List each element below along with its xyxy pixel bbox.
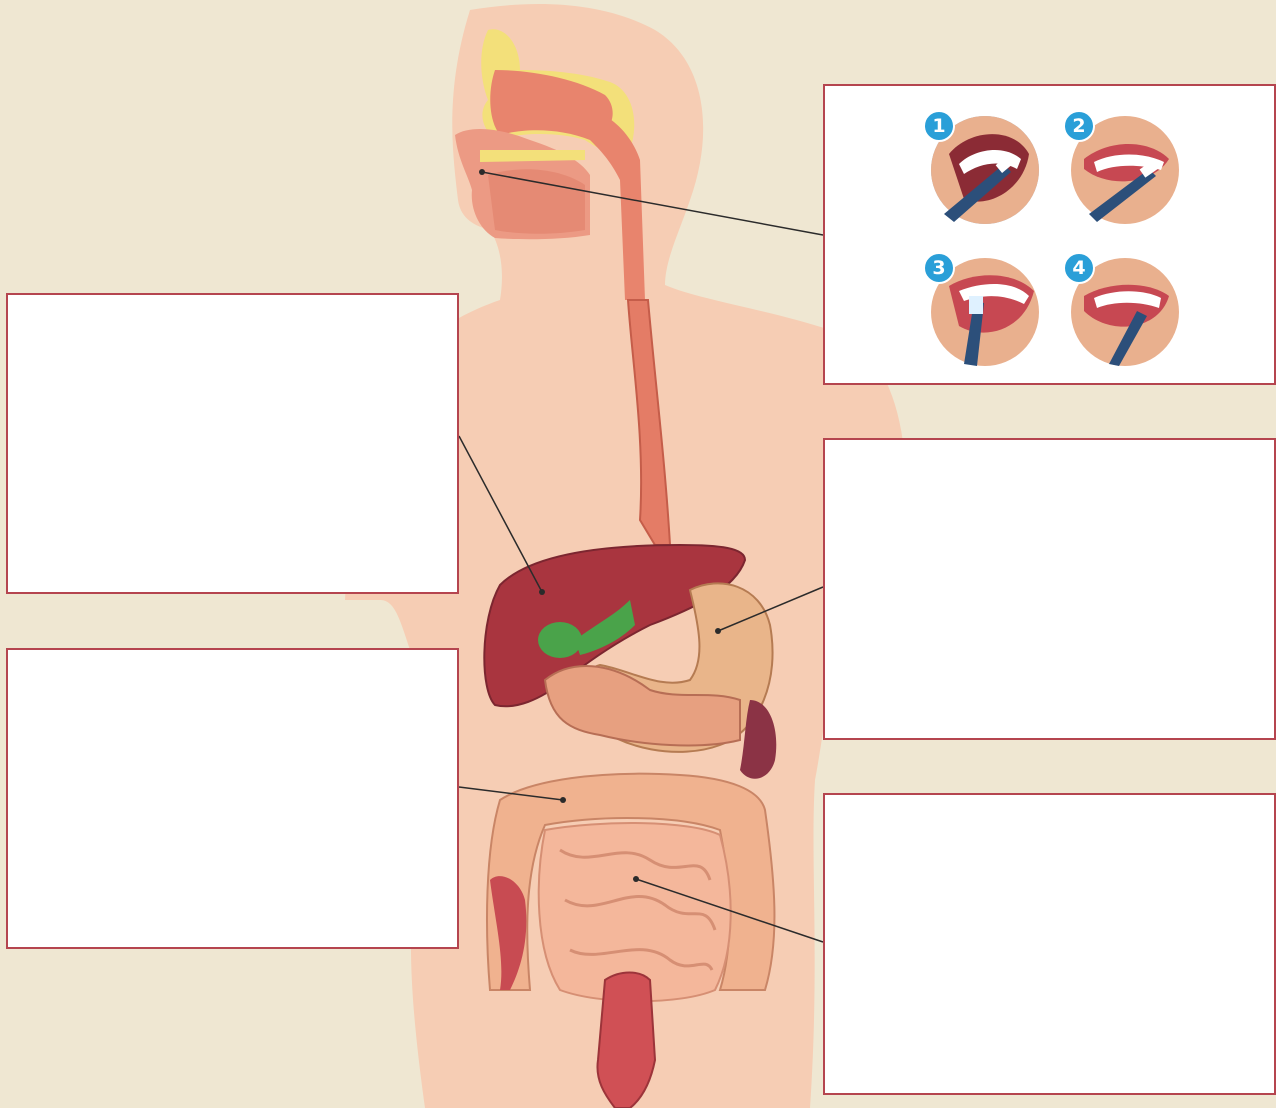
step-number-3: 3: [923, 252, 955, 284]
brushing-step-1: 1: [929, 114, 1041, 226]
brushing-step-4: 4: [1069, 256, 1181, 368]
step-number-2: 2: [1063, 110, 1095, 142]
brushing-step-3: 3: [929, 256, 1041, 368]
label-box-small-intestine[interactable]: [823, 793, 1276, 1095]
rectum: [597, 973, 655, 1108]
brushing-step-2: 2: [1069, 114, 1181, 226]
label-box-liver[interactable]: [6, 293, 459, 594]
step-number-4: 4: [1063, 252, 1095, 284]
label-box-stomach[interactable]: [823, 438, 1276, 740]
label-box-mouth[interactable]: 1 2 3 4: [823, 84, 1276, 385]
step-number-1: 1: [923, 110, 955, 142]
label-box-large-intestine[interactable]: [6, 648, 459, 949]
